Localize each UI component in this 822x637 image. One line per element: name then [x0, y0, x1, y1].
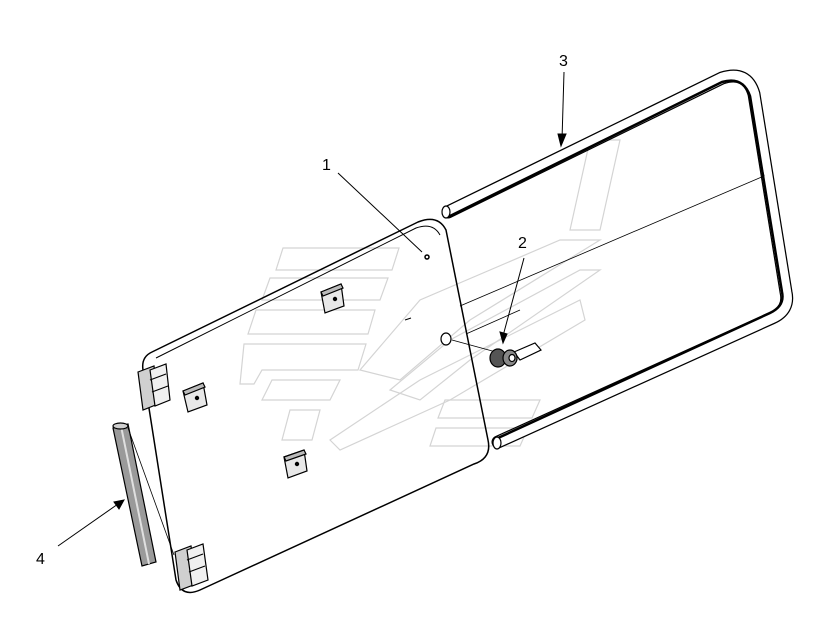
rubber-pads [182, 283, 345, 479]
tube-frame-shade [446, 79, 784, 440]
tube-frame-fill [442, 70, 792, 448]
glass-panel [141, 218, 490, 594]
hinge-top [137, 363, 171, 411]
tube-frame-end-bottom [492, 436, 502, 450]
tube-frame-end-top [441, 205, 451, 219]
tube-frame [441, 69, 794, 450]
tube-frame-joint [761, 167, 765, 177]
callout-4: 4 [36, 551, 45, 568]
glass-guide-lines [459, 175, 765, 335]
leader-line-3 [561, 71, 565, 141]
callout-2: 2 [518, 235, 527, 252]
hinge-bottom [174, 543, 209, 591]
hinges [137, 363, 209, 591]
callouts: 1 2 3 4 [36, 53, 568, 568]
leader-lines [57, 71, 567, 547]
rubber-pad-middle [182, 382, 208, 413]
leader-line-4 [57, 503, 119, 547]
callout-1: 1 [322, 157, 331, 174]
leader-line-1 [337, 172, 423, 253]
watermark-logo [239, 139, 621, 451]
hinge-rod [112, 422, 175, 567]
callout-3: 3 [559, 53, 568, 70]
latch-handle [440, 332, 542, 368]
rubber-pad-bottom [283, 449, 308, 479]
glass-panel-hole [424, 254, 430, 260]
glass-panel-inner-edge [155, 225, 441, 359]
rubber-pad-top [320, 283, 345, 314]
leader-line-2 [502, 257, 525, 337]
glass-panel-outline [141, 218, 490, 594]
